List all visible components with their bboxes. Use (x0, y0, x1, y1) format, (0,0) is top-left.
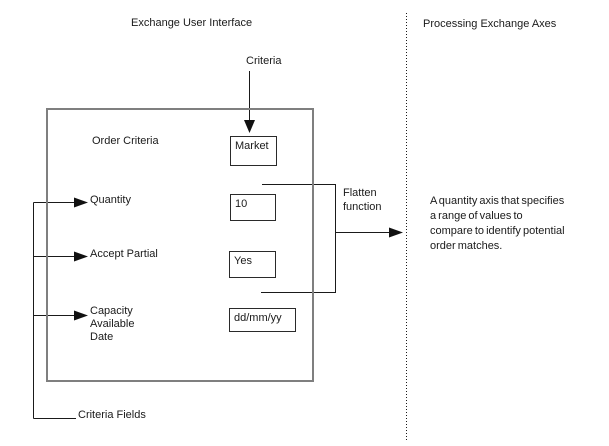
market-field-value: Market (235, 140, 269, 152)
quantity-field-box: 10 (230, 194, 276, 221)
left-panel-title: Exchange User Interface (131, 17, 253, 29)
quantity-arrowhead (74, 197, 88, 208)
flatten-function-label: Flatten function (343, 187, 382, 213)
exchange-ui-box (46, 108, 314, 382)
quantity-label: Quantity (90, 194, 131, 206)
capacity-date-field-value: dd/mm/yy (234, 312, 282, 324)
criteria-arrowhead (244, 120, 255, 133)
accept-partial-label: Accept Partial (90, 248, 158, 260)
flatten-bracket (261, 184, 336, 293)
order-criteria-label: Order Criteria (92, 135, 159, 147)
capacity-date-arrowhead (74, 310, 88, 321)
criteria-annotation-label: Criteria (246, 55, 282, 67)
accept-partial-field-box: Yes (229, 251, 276, 278)
quantity-axis-description: A quantity axis that specifies a range o… (430, 195, 565, 252)
criteria-fields-label: Criteria Fields (78, 409, 146, 421)
capacity-date-field-box: dd/mm/yy (229, 308, 296, 332)
capacity-date-label: Capacity Available Date (90, 305, 135, 343)
accept-partial-field-value: Yes (234, 255, 252, 267)
quantity-field-value: 10 (235, 198, 248, 210)
accept-partial-arrowhead (74, 251, 88, 262)
market-field-box: Market (230, 136, 277, 166)
flatten-arrowhead (389, 227, 403, 238)
right-panel-title: Processing Exchange Axes (423, 18, 557, 30)
